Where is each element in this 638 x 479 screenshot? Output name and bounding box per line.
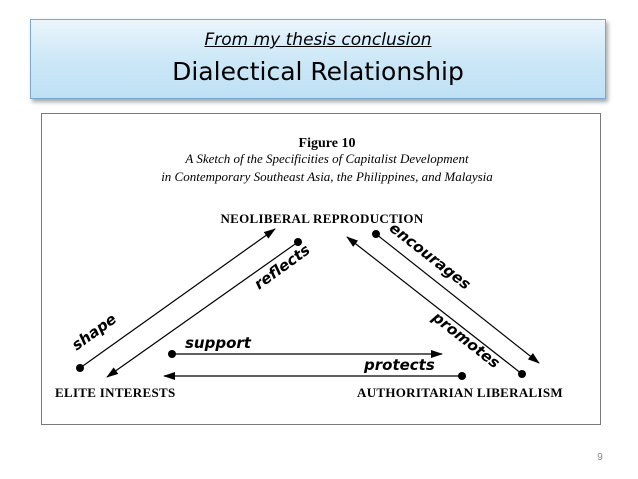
arrow-support-origin	[168, 350, 176, 358]
arrow-protects-origin	[458, 372, 466, 380]
figure-frame: Figure 10 A Sketch of the Specificities …	[41, 113, 601, 425]
label-encourages: encourages	[386, 219, 474, 294]
arrow-encourages-origin	[372, 230, 380, 238]
node-neoliberal-reproduction: NEOLIBERAL REPRODUCTION	[220, 211, 423, 226]
label-reflects: reflects	[251, 241, 314, 294]
label-support: support	[185, 334, 252, 352]
diagram: Figure 10 A Sketch of the Specificities …	[55, 136, 563, 400]
arrow-encourages	[375, 233, 540, 364]
title-box: From my thesis conclusion Dialectical Re…	[30, 19, 606, 99]
label-protects: protects	[363, 356, 435, 374]
arrow-shape-origin	[76, 364, 84, 372]
node-elite-interests: ELITE INTERESTS	[55, 385, 175, 400]
figure-caption-line1: A Sketch of the Specificities of Capital…	[184, 151, 469, 166]
arrow-shape	[79, 228, 276, 369]
label-shape: shape	[68, 310, 120, 354]
slide-subtitle: From my thesis conclusion	[204, 30, 432, 50]
node-authoritarian-liberalism: AUTHORITARIAN LIBERALISM	[357, 385, 563, 400]
arrow-reflects	[106, 241, 299, 378]
slide-title: Dialectical Relationship	[172, 57, 464, 86]
arrow-reflects-origin	[294, 238, 302, 246]
arrow-promotes	[346, 236, 523, 375]
figure-number: Figure 10	[299, 136, 356, 151]
figure-caption-line2: in Contemporary Southeast Asia, the Phil…	[161, 169, 493, 184]
arrow-promotes-origin	[518, 370, 526, 378]
page-number: 9	[597, 452, 603, 463]
label-promotes: promotes	[428, 308, 503, 372]
